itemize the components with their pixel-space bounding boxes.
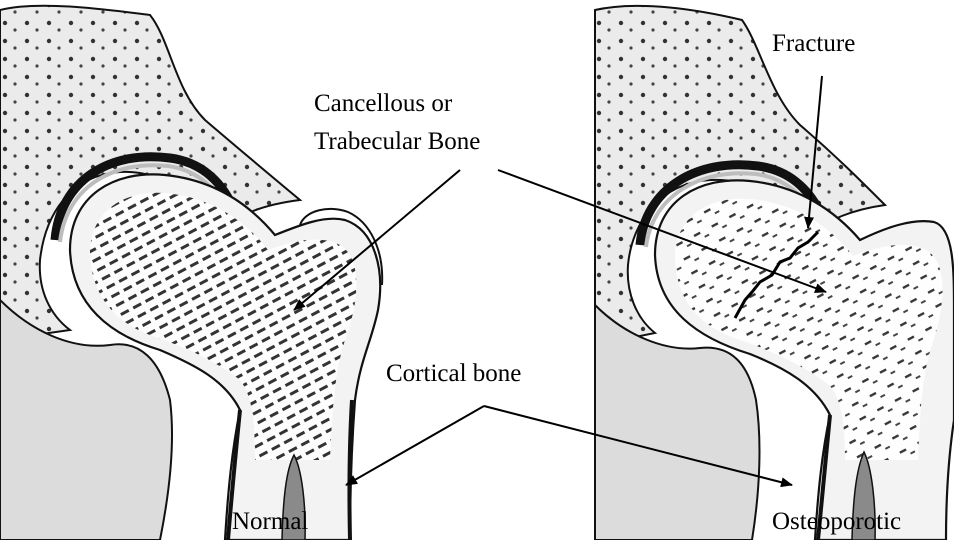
normal-caption: Normal bbox=[232, 506, 308, 537]
cancellous-label-line1: Cancellous or bbox=[314, 88, 452, 119]
cortical-arrow-normal bbox=[346, 406, 484, 485]
cancellous-label-line2: Trabecular Bone bbox=[314, 126, 480, 157]
cortical-bone-label: Cortical bone bbox=[386, 358, 521, 389]
normal-hip-illustration bbox=[0, 6, 382, 540]
fracture-label: Fracture bbox=[772, 28, 855, 59]
osteoporotic-caption: Osteoporotic bbox=[772, 506, 901, 537]
